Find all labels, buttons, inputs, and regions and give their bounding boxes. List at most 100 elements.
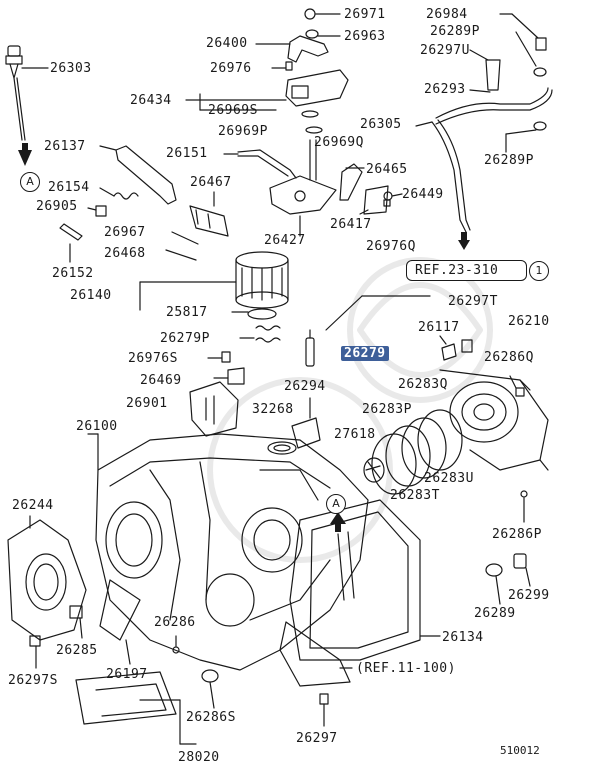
label-26971[interactable]: 26971: [344, 7, 386, 22]
label-26140[interactable]: 26140: [70, 288, 112, 303]
reference-circle-number: 1: [529, 261, 549, 281]
seal-32268: [267, 441, 297, 455]
bracket-26417: [359, 185, 389, 215]
label-26465[interactable]: 26465: [366, 162, 408, 177]
label-26468[interactable]: 26468: [104, 246, 146, 261]
label-26285[interactable]: 26285: [56, 643, 98, 658]
pin-26285: [69, 605, 83, 639]
oil-filter-26140: [139, 251, 289, 311]
label-26100[interactable]: 26100: [76, 419, 118, 434]
pump-26210: [439, 369, 549, 471]
dipstick-part: [5, 45, 49, 141]
label-26299[interactable]: 26299: [508, 588, 550, 603]
label-26976S[interactable]: 26976S: [128, 351, 178, 366]
drain-plug-26299: [513, 553, 531, 587]
label-26984[interactable]: 26984: [426, 7, 468, 22]
label-26905[interactable]: 26905: [36, 199, 78, 214]
callout-a-center: A: [326, 494, 346, 514]
arrow-down-dipstick: [18, 143, 32, 166]
label-26289[interactable]: 26289: [474, 606, 516, 621]
label-26901[interactable]: 26901: [126, 396, 168, 411]
bracket-26297U: [469, 49, 501, 91]
tube-26293: [435, 87, 553, 125]
label-26434[interactable]: 26434: [130, 93, 172, 108]
shaft-26427: [269, 139, 337, 237]
bolt-26976: [271, 61, 293, 71]
bushing-26905: [87, 205, 107, 217]
label-26969Q[interactable]: 26969Q: [314, 135, 364, 150]
spring-26279P: [239, 325, 281, 343]
label-28020[interactable]: 28020: [178, 750, 220, 765]
label-26297[interactable]: 26297: [296, 731, 338, 746]
label-26154[interactable]: 26154: [48, 180, 90, 195]
label-26210[interactable]: 26210: [508, 314, 550, 329]
label-26976Q[interactable]: 26976Q: [366, 239, 416, 254]
label-26467[interactable]: 26467: [190, 175, 232, 190]
clip-26469: [213, 367, 245, 385]
reference-11-100[interactable]: (REF.11-100): [356, 661, 456, 676]
label-26293[interactable]: 26293: [424, 82, 466, 97]
label-26279-highlighted[interactable]: 26279: [341, 346, 389, 361]
label-26197[interactable]: 26197: [106, 667, 148, 682]
label-26286P[interactable]: 26286P: [492, 527, 542, 542]
gasket-26197: [99, 579, 141, 665]
plug-26294: [291, 397, 321, 449]
callout-a-left: A: [20, 172, 40, 192]
label-26286[interactable]: 26286: [154, 615, 196, 630]
label-26297T[interactable]: 26297T: [448, 294, 498, 309]
label-26279P[interactable]: 26279P: [160, 331, 210, 346]
label-26283Q[interactable]: 26283Q: [398, 377, 448, 392]
label-26400[interactable]: 26400: [206, 36, 248, 51]
label-26283T[interactable]: 26283T: [390, 488, 440, 503]
label-26283U[interactable]: 26283U: [424, 471, 474, 486]
bolt-26286Q: [509, 375, 525, 397]
bolt-26984: [499, 13, 547, 51]
seal-26286P: [520, 490, 528, 523]
tube-26134: [337, 531, 355, 601]
label-26137[interactable]: 26137: [44, 139, 86, 154]
reference-box-23-310[interactable]: REF.23-310: [406, 260, 528, 281]
label-26289P-top[interactable]: 26289P: [430, 24, 480, 39]
arrow-up-A: [330, 512, 346, 532]
bearing-27618: [363, 457, 385, 483]
label-26152[interactable]: 26152: [52, 266, 94, 281]
detent-26465: [339, 163, 365, 201]
label-26117[interactable]: 26117: [418, 320, 460, 335]
label-26286Q[interactable]: 26286Q: [484, 350, 534, 365]
label-26969P[interactable]: 26969P: [218, 124, 268, 139]
label-26427[interactable]: 26427: [264, 233, 306, 248]
label-26289P-mid[interactable]: 26289P: [484, 153, 534, 168]
cover-ref11: [279, 621, 353, 687]
label-26297U[interactable]: 26297U: [420, 43, 470, 58]
seal-26969S: [301, 110, 319, 118]
lever-26400: [255, 35, 329, 63]
label-25817[interactable]: 25817: [166, 305, 208, 320]
label-26297S[interactable]: 26297S: [8, 673, 58, 688]
label-26134[interactable]: 26134: [442, 630, 484, 645]
label-26976[interactable]: 26976: [210, 61, 252, 76]
label-26294[interactable]: 26294: [284, 379, 326, 394]
label-26469[interactable]: 26469: [140, 373, 182, 388]
label-26967[interactable]: 26967: [104, 225, 146, 240]
label-26283P[interactable]: 26283P: [362, 402, 412, 417]
label-26305[interactable]: 26305: [360, 117, 402, 132]
bolt-26297: [319, 693, 329, 727]
label-26969S[interactable]: 26969S: [208, 103, 258, 118]
lever-26137: [99, 145, 177, 205]
drawing-code: 510012: [500, 744, 540, 757]
gasket-26289: [485, 563, 503, 605]
seal-26969P: [305, 126, 323, 134]
label-27618[interactable]: 27618: [334, 427, 376, 442]
pins-26967-26468: [165, 231, 199, 261]
label-26303[interactable]: 26303: [50, 61, 92, 76]
label-26963[interactable]: 26963: [344, 29, 386, 44]
plate-26467: [189, 191, 229, 237]
label-32268[interactable]: 32268: [252, 402, 294, 417]
label-26417[interactable]: 26417: [330, 217, 372, 232]
label-26449[interactable]: 26449: [402, 187, 444, 202]
label-26286S[interactable]: 26286S: [186, 710, 236, 725]
oil-pan-26134: [289, 499, 441, 661]
label-26244[interactable]: 26244: [12, 498, 54, 513]
label-26151[interactable]: 26151: [166, 146, 208, 161]
